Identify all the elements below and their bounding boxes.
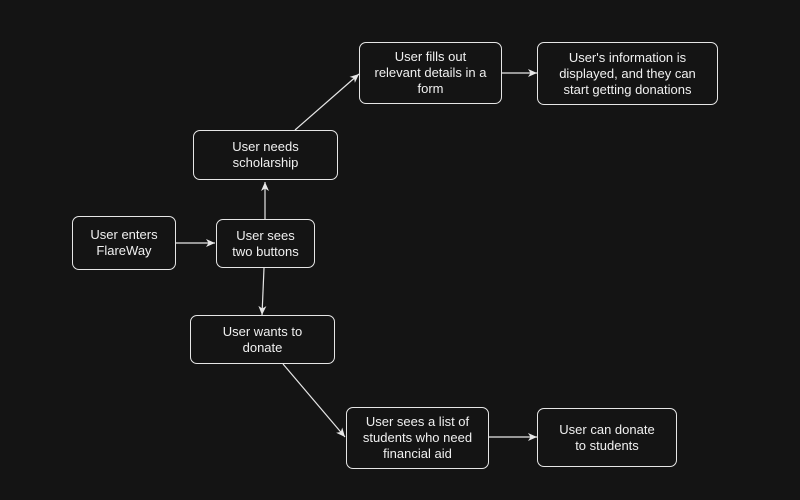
node-user-sees-student-list[interactable]: User sees a list of students who need fi… xyxy=(346,407,489,469)
node-label: User wants to donate xyxy=(222,323,303,355)
edge-sees-buttons-to-wants-donate xyxy=(258,267,267,316)
node-label: User sees a list of students who need fi… xyxy=(362,414,473,461)
node-user-info-displayed[interactable]: User's information is displayed, and the… xyxy=(537,42,718,105)
node-user-sees-two-buttons[interactable]: User sees two buttons xyxy=(216,219,315,268)
node-label: User can donate to students xyxy=(559,421,655,453)
node-user-needs-scholarship[interactable]: User needs scholarship xyxy=(193,130,338,180)
edge-needs-scholarship-to-fills-form xyxy=(294,73,360,131)
node-user-enters-flareway[interactable]: User enters FlareWay xyxy=(72,216,176,270)
node-label: User sees two buttons xyxy=(232,227,299,259)
node-user-wants-to-donate[interactable]: User wants to donate xyxy=(190,315,335,364)
node-label: User enters FlareWay xyxy=(90,227,158,258)
node-label: User's information is displayed, and the… xyxy=(559,49,696,97)
node-label: User needs scholarship xyxy=(232,139,299,170)
node-label: User fills out relevant details in a for… xyxy=(374,49,487,96)
node-user-fills-out-form[interactable]: User fills out relevant details in a for… xyxy=(359,42,502,104)
edge-wants-donate-to-sees-list xyxy=(282,363,346,438)
node-user-can-donate[interactable]: User can donate to students xyxy=(537,408,677,467)
